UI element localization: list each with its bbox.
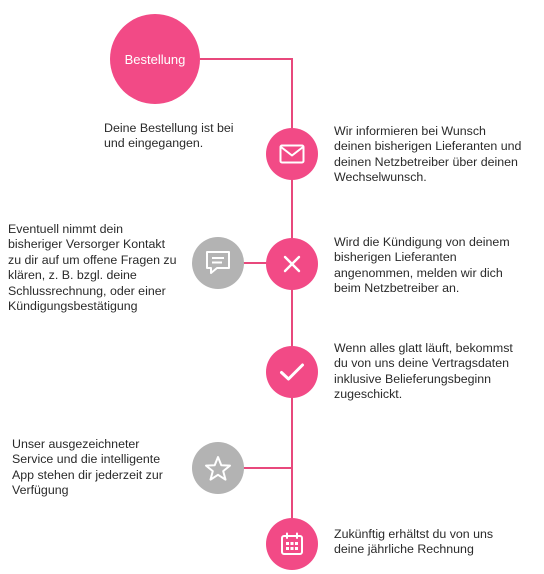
calendar-icon (280, 532, 304, 556)
step-node-envelope (266, 128, 318, 180)
connector-horizontal (200, 58, 292, 60)
chat-icon (204, 250, 232, 276)
step-node-calendar (266, 518, 318, 570)
start-node-label: Bestellung (124, 51, 186, 67)
step-text-calendar: Zukünftig erhältst du von uns deine jähr… (334, 527, 494, 557)
step-node-checkmark (266, 346, 318, 398)
envelope-icon (279, 144, 305, 164)
start-caption: Deine Bestellung ist bei und eingegangen… (104, 121, 234, 151)
step-node-chat (192, 237, 244, 289)
star-icon (204, 455, 232, 482)
step-node-star (192, 442, 244, 494)
step-text-star: Unser ausgezeichneter Service und die in… (12, 437, 163, 498)
step-node-close (266, 238, 318, 290)
close-icon (283, 255, 301, 273)
step-text-envelope: Wir informieren bei Wunsch deinen bisher… (334, 124, 522, 185)
step-text-checkmark: Wenn alles glatt läuft, bekommst du von … (334, 341, 513, 402)
step-text-chat: Eventuell nimmt dein bisheriger Versorge… (8, 222, 177, 314)
checkmark-icon (279, 362, 305, 382)
connector-vertical (291, 58, 293, 544)
start-node-bestellung: Bestellung (110, 14, 200, 104)
step-text-close: Wird die Kündigung von deinem bisherigen… (334, 235, 510, 296)
connector-star-branch (243, 467, 292, 469)
